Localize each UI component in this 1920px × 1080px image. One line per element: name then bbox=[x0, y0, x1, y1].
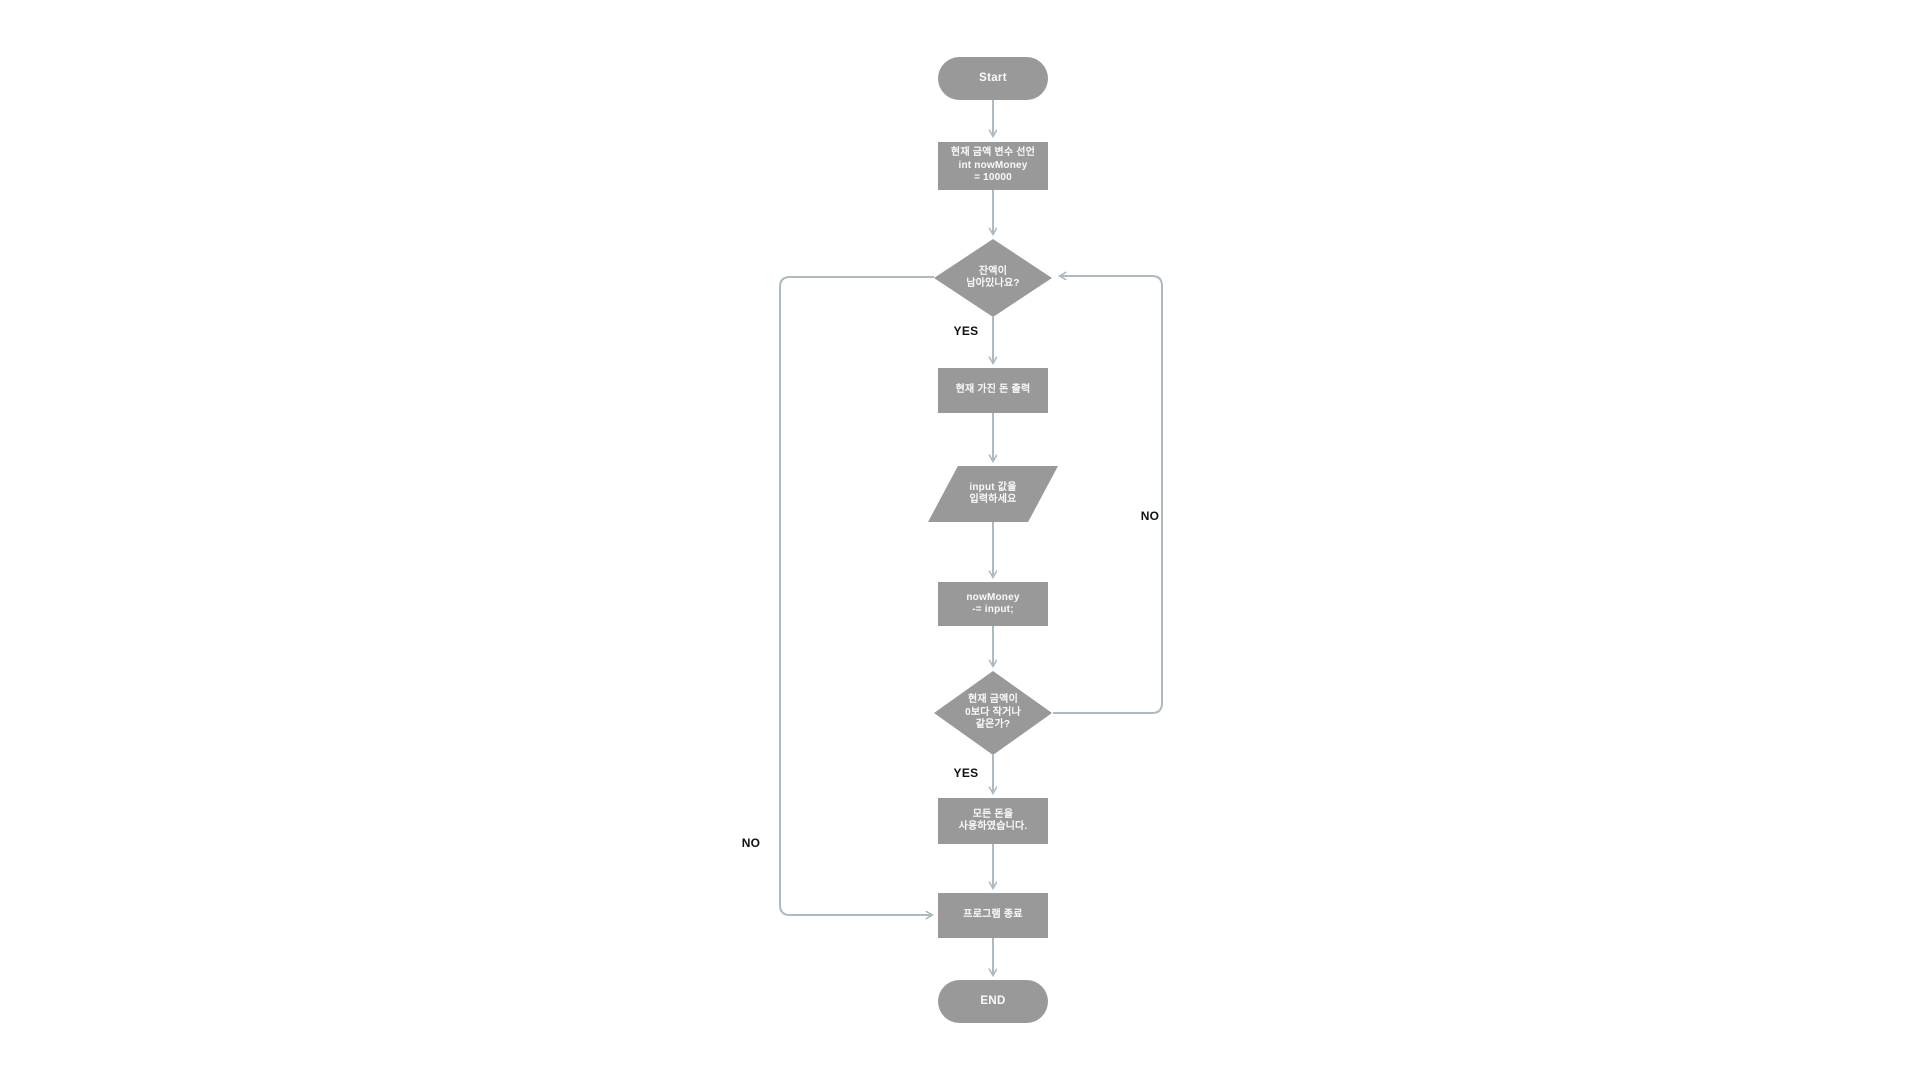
zero-check-line-2: 0보다 작거나 bbox=[965, 706, 1021, 718]
zero-check-decision[interactable]: 현재 금액이 0보다 작거나 같은가? bbox=[934, 671, 1052, 755]
end-label: END bbox=[980, 995, 1006, 1008]
end-node[interactable]: END bbox=[938, 980, 1048, 1023]
subtract-line-1: nowMoney bbox=[966, 591, 1020, 603]
all-used-line-2: 사용하였습니다. bbox=[958, 821, 1028, 832]
input-value-line-2: 입력하세요 bbox=[969, 494, 1017, 505]
balance-check-line-2: 남아있나요? bbox=[966, 278, 1020, 289]
start-node[interactable]: Start bbox=[938, 57, 1048, 100]
program-end-line-1: 프로그램 종료 bbox=[963, 909, 1023, 921]
declare-line-3: = 10000 bbox=[974, 172, 1012, 184]
balance-check-decision[interactable]: 잔액이 남아있나요? bbox=[934, 239, 1052, 317]
start-label: Start bbox=[979, 72, 1007, 85]
print-money-line-1: 현재 가진 돈 출력 bbox=[955, 384, 1031, 396]
no-label-balance: NO bbox=[741, 836, 761, 850]
print-money-node[interactable]: 현재 가진 돈 출력 bbox=[938, 368, 1048, 413]
no-label-zero: NO bbox=[1140, 509, 1160, 523]
subtract-line-2: -= input; bbox=[972, 604, 1014, 615]
connector-zero-no-loop bbox=[1053, 276, 1163, 714]
subtract-node[interactable]: nowMoney -= input; bbox=[938, 582, 1048, 626]
all-used-line-1: 모든 돈을 bbox=[972, 808, 1014, 820]
yes-label-balance: YES bbox=[953, 324, 979, 338]
declare-variable-node[interactable]: 현재 금액 변수 선언 int nowMoney = 10000 bbox=[938, 142, 1048, 190]
zero-check-line-3: 같은가? bbox=[975, 719, 1011, 731]
program-end-node[interactable]: 프로그램 종료 bbox=[938, 893, 1048, 938]
yes-label-zero: YES bbox=[953, 766, 979, 780]
declare-line-2: int nowMoney bbox=[958, 159, 1028, 171]
declare-line-1: 현재 금액 변수 선언 bbox=[950, 147, 1036, 159]
zero-check-line-1: 현재 금액이 bbox=[968, 694, 1018, 706]
input-value-node[interactable]: input 값을 입력하세요 bbox=[928, 466, 1058, 522]
all-used-node[interactable]: 모든 돈을 사용하였습니다. bbox=[938, 798, 1048, 844]
input-value-line-1: input 값을 bbox=[969, 481, 1017, 493]
balance-check-line-1: 잔액이 bbox=[978, 265, 1008, 277]
connector-balance-no-loop bbox=[779, 276, 934, 915]
